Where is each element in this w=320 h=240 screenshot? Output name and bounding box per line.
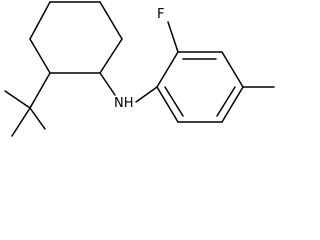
aromatic-bond xyxy=(156,51,179,88)
benzene-ring xyxy=(156,51,244,123)
amine-linkage xyxy=(99,72,158,103)
fluorine-label: F xyxy=(157,7,164,22)
fluorine-bond xyxy=(167,21,179,53)
ring-bond xyxy=(99,38,123,74)
structure-diagram: F NH xyxy=(4,1,275,137)
ring-bond xyxy=(29,1,51,40)
aromatic-double-bond xyxy=(164,86,184,117)
ring-bond xyxy=(99,1,123,40)
tbutyl-methyl-bond xyxy=(29,107,46,130)
ring-bond xyxy=(29,38,51,74)
aromatic-bond xyxy=(156,86,179,123)
aromatic-bond xyxy=(221,86,244,123)
ring-to-nitrogen-bond xyxy=(99,72,116,96)
tbutyl-methyl-bond xyxy=(11,107,31,137)
aromatic-double-bond xyxy=(216,86,236,117)
tert-butyl-group xyxy=(4,72,51,137)
amine-label: NH xyxy=(114,96,134,111)
tbutyl-methyl-bond xyxy=(4,90,31,109)
cyclohexane-ring xyxy=(29,1,123,74)
nitrogen-to-aryl-bond xyxy=(135,86,158,103)
tbutyl-bond xyxy=(29,72,51,109)
structure-canvas: F NH xyxy=(4,1,275,137)
aromatic-bond xyxy=(221,51,244,88)
